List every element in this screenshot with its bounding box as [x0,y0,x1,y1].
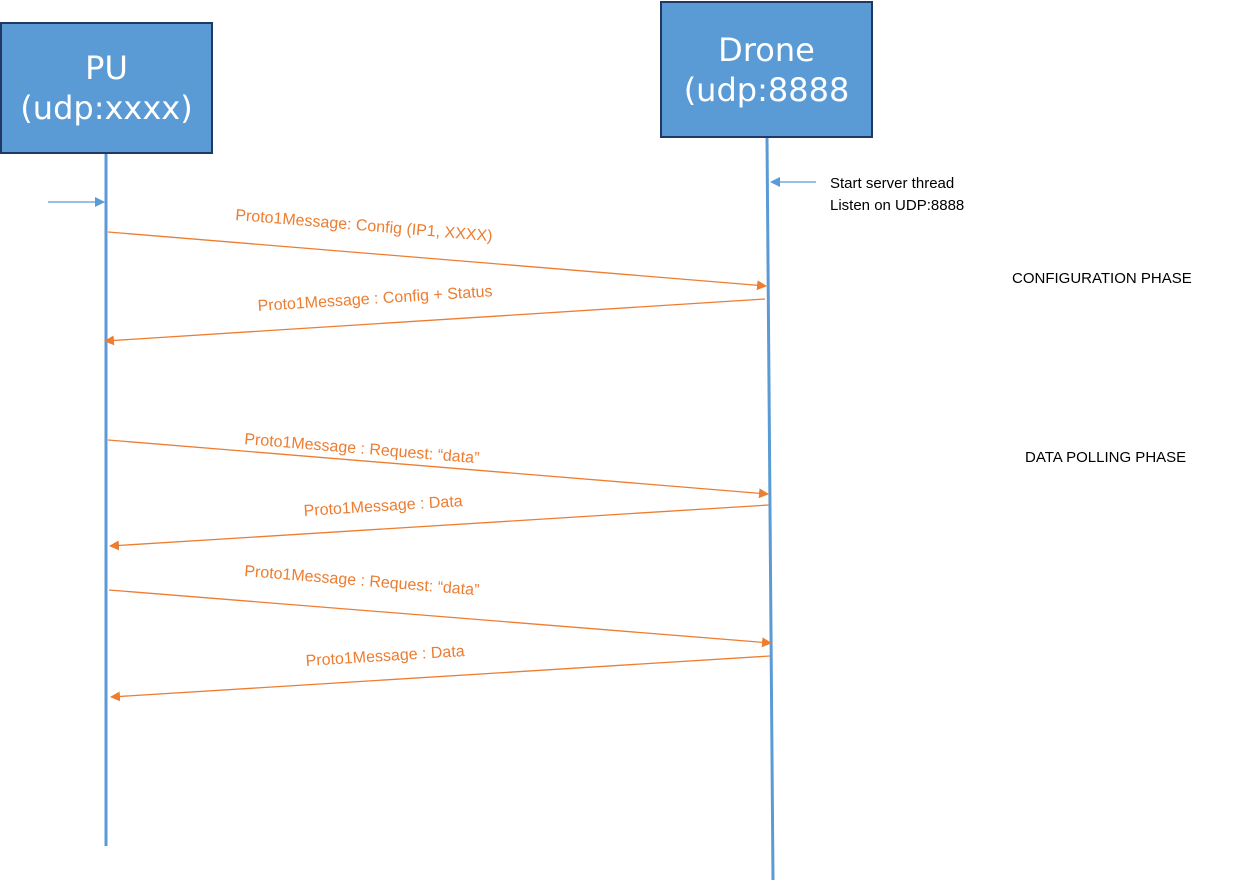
message-label-1: Proto1Message: Config (IP1, XXXX) [235,207,493,245]
message-arrow-3 [107,439,769,499]
note-line-2: Listen on UDP:8888 [830,197,965,214]
message-label-3: Proto1Message : Request: “data” [244,431,480,467]
pu-participant-box: PU (udp:xxxx) [0,22,213,154]
drone-port: (udp:8888 [683,70,850,109]
message-arrow-6 [110,655,771,702]
pu-name: PU [85,49,128,87]
note-line-1: Start server thread [830,175,955,192]
drone-start-note: Start server thread Listen on UDP:8888 [830,173,964,217]
pu-port: (udp:xxxx) [20,89,193,127]
message-label-2: Proto1Message : Config + Status [257,283,493,315]
message-arrow-5 [108,589,772,648]
message-arrow-4 [109,504,770,551]
configuration-phase-label: CONFIGURATION PHASE [1012,270,1192,287]
drone-participant-box: Drone (udp:8888 [660,1,873,138]
message-arrow-1 [107,231,767,291]
message-arrow-2 [104,298,766,346]
drone-lifeline [765,137,775,881]
message-label-5: Proto1Message : Request: “data” [244,563,480,599]
drone-name: Drone [718,30,815,69]
data-polling-phase-label: DATA POLLING PHASE [1025,449,1187,466]
message-label-4: Proto1Message : Data [303,493,463,520]
message-label-6: Proto1Message : Data [305,643,465,670]
